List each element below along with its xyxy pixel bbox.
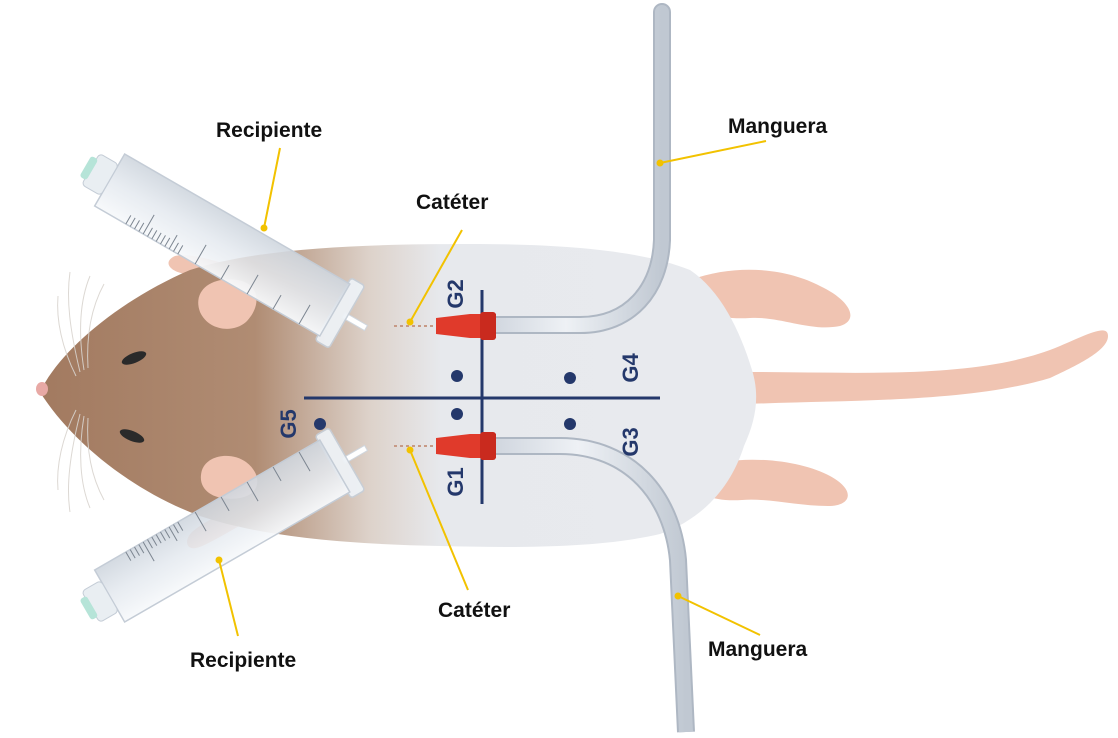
label-recipiente-top: Recipiente	[216, 119, 322, 142]
grid-label-g1: G1	[443, 467, 468, 496]
grid-label-g2: G2	[443, 279, 468, 308]
grid-dot	[564, 418, 576, 430]
label-manguera-top: Manguera	[728, 115, 828, 138]
callout-line-manguera-top	[660, 141, 766, 163]
callout-line-recipiente-top	[264, 148, 280, 228]
callout-line-recipiente-bottom	[219, 560, 238, 636]
label-cateter-top: Catéter	[416, 191, 488, 214]
callout-line-manguera-bottom	[678, 596, 760, 635]
grid-dot	[314, 418, 326, 430]
grid-dot	[564, 372, 576, 384]
grid-label-g5: G5	[276, 409, 301, 438]
mouse-tail	[745, 330, 1108, 404]
mouse-illustration	[36, 244, 1108, 548]
mouse-nose	[36, 382, 48, 396]
label-cateter-bottom: Catéter	[438, 599, 510, 622]
label-recipiente-bottom: Recipiente	[190, 649, 296, 672]
grid-dot	[451, 370, 463, 382]
grid-dot	[451, 408, 463, 420]
label-manguera-bottom: Manguera	[708, 638, 808, 661]
grid-label-g3: G3	[618, 427, 643, 456]
grid-label-g4: G4	[618, 353, 643, 383]
